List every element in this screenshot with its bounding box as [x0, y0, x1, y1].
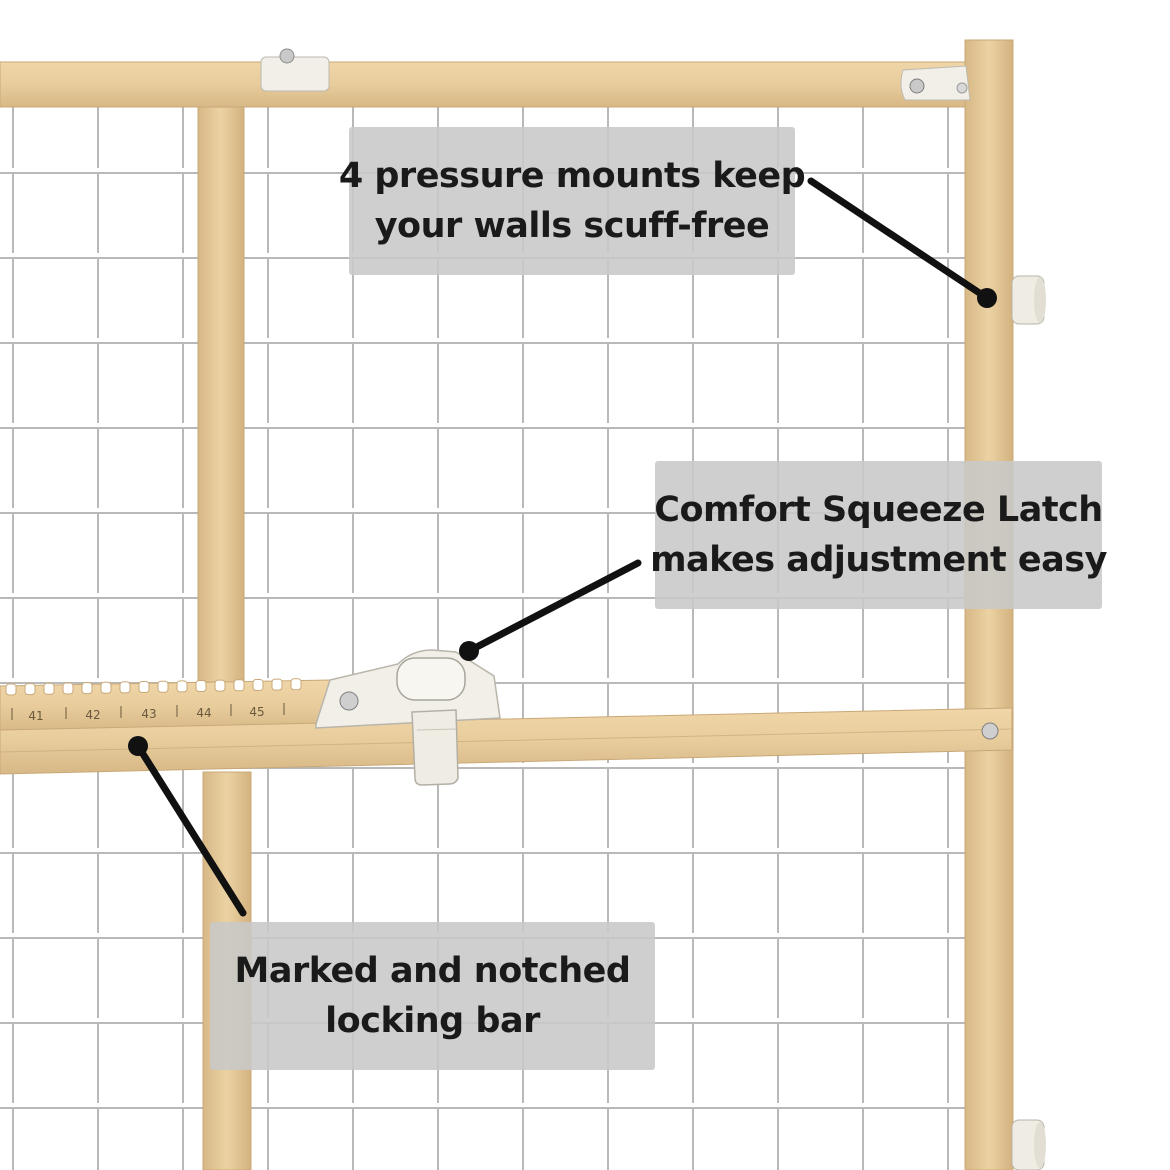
bar-notch	[138, 681, 150, 694]
scale-mark: 45	[249, 705, 264, 719]
bar-notch	[252, 678, 264, 691]
pointer-latch	[465, 559, 642, 655]
callout-line: locking bar	[325, 1001, 540, 1041]
callout-pressure-mounts: 4 pressure mounts keep your walls scuff-…	[339, 127, 806, 275]
bar-notch	[271, 678, 283, 691]
pointer-pressure	[807, 177, 991, 302]
upper-vertical-slat	[197, 106, 245, 683]
pressure-mount	[1011, 1119, 1046, 1170]
bar-notch	[157, 680, 169, 693]
squeeze-latch	[315, 649, 501, 786]
callout-line: Comfort Squeeze Latch	[654, 490, 1103, 530]
scale-mark: 43	[141, 707, 156, 721]
scale-mark: 41	[28, 709, 43, 723]
bar-notch	[119, 681, 131, 694]
bar-notch	[43, 682, 55, 695]
bar-notch	[24, 683, 36, 696]
pressure-mount	[1011, 275, 1046, 325]
callout-line: Marked and notched	[234, 951, 631, 991]
bar-notch	[176, 680, 188, 693]
callout-squeeze-latch: Comfort Squeeze Latch makes adjustment e…	[650, 461, 1107, 609]
top-bracket	[260, 48, 330, 92]
top-rail	[0, 61, 973, 108]
scale-mark: 42	[85, 708, 100, 722]
bar-notch	[100, 681, 112, 694]
bar-notch	[81, 682, 93, 695]
bar-notches	[5, 678, 302, 696]
bar-notch	[233, 679, 245, 692]
callout-locking-bar: Marked and notched locking bar	[210, 922, 655, 1070]
callout-line: your walls scuff-free	[374, 206, 770, 246]
callout-line: makes adjustment easy	[650, 540, 1107, 580]
bar-notch	[214, 679, 226, 692]
scale-marks: 41 42 43 44 45	[11, 703, 285, 723]
corner-bracket	[900, 65, 971, 101]
post-screw	[981, 722, 999, 740]
callout-line: 4 pressure mounts keep	[338, 156, 806, 196]
bar-notch	[5, 683, 17, 696]
bar-notch	[62, 682, 74, 695]
scale-mark: 44	[196, 706, 211, 720]
pointer-lines	[128, 177, 997, 917]
pointer-bar	[134, 742, 247, 917]
bar-notch	[195, 680, 207, 692]
bar-notch	[290, 678, 302, 691]
